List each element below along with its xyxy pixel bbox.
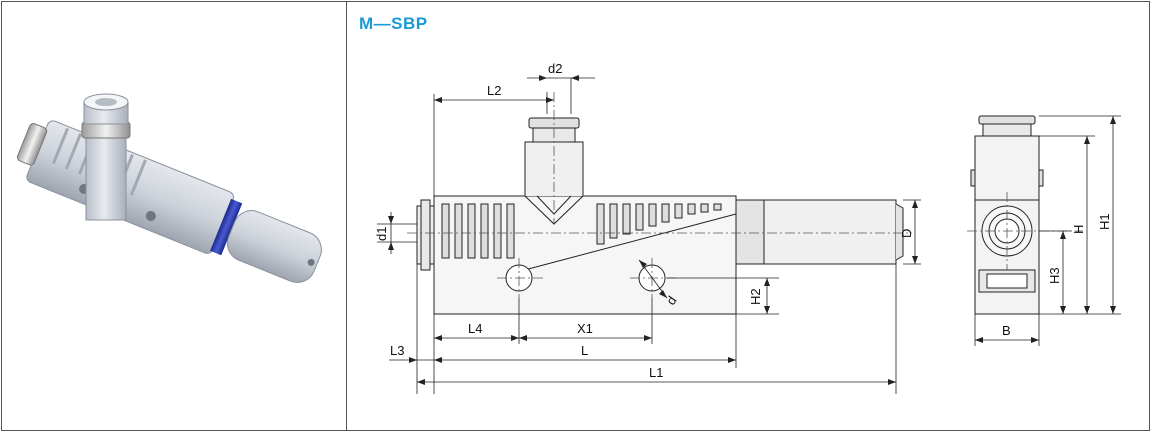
dim-D: D — [899, 229, 914, 238]
dim-d2: d2 — [548, 61, 562, 76]
dim-h1: H1 — [1097, 213, 1112, 230]
dim-l1: L1 — [649, 365, 663, 380]
body-ribs — [441, 203, 722, 259]
dim-l4: L4 — [468, 321, 482, 336]
dim-b: B — [1002, 323, 1011, 338]
dim-x1: X1 — [577, 321, 593, 336]
panel-divider — [346, 2, 347, 430]
model-title: M—SBP — [359, 14, 428, 33]
dim-d1: d1 — [374, 227, 389, 241]
dim-h2: H2 — [748, 288, 763, 305]
dim-l: L — [581, 343, 588, 358]
dim-h: H — [1071, 225, 1086, 234]
product-photo — [16, 93, 322, 283]
dimension-drawing: d2 L2 d1 D H2 d L4 X1 L3 L L1 H H1 H3 B — [374, 61, 1121, 394]
dim-l3: L3 — [390, 343, 404, 358]
dim-l2: L2 — [487, 83, 501, 98]
dim-h3: H3 — [1047, 267, 1062, 284]
